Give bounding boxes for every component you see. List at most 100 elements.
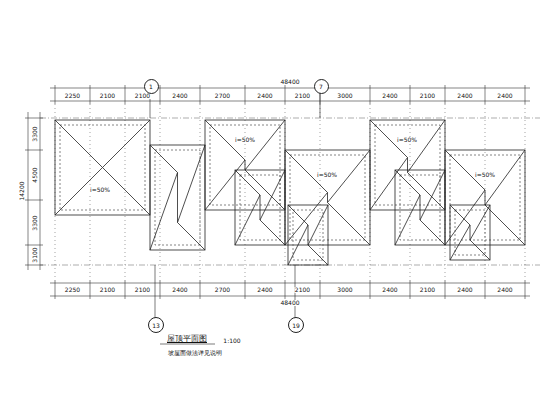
dimension-label: 2700 [214, 93, 231, 99]
dimension-label: 2100 [134, 93, 151, 99]
axis-bubble: 13 [148, 317, 164, 333]
dimension-label: 2400 [381, 93, 398, 99]
drawing-stroke [125, 104, 126, 280]
drawing-stroke [285, 85, 286, 104]
drawing-stroke [470, 205, 490, 240]
drawing-stroke [420, 195, 421, 220]
axis-bubble: 19 [288, 317, 304, 333]
dimension-lines [25, 85, 540, 299]
dimension-label: i=50% [234, 137, 256, 143]
dimension-label: i=50% [89, 187, 111, 193]
drawing-stroke [200, 280, 201, 299]
drawing-stroke [55, 280, 56, 299]
dimension-label: 2250 [64, 93, 81, 99]
roof-outline [445, 150, 525, 245]
eave-line [375, 125, 440, 205]
drawing-stroke [485, 190, 486, 205]
eave-line [450, 155, 520, 240]
drawing-stroke [260, 220, 285, 245]
drawing-stroke [445, 280, 446, 299]
drawing-stroke [308, 225, 309, 245]
drawing-stroke [328, 203, 371, 246]
roof-outline [288, 205, 328, 265]
dimension-label: 3100 [32, 246, 38, 263]
drawing-stroke [308, 245, 328, 265]
drawing-stroke [160, 280, 161, 299]
roof-outline [370, 120, 445, 210]
drawing-stroke [25, 118, 43, 119]
dimension-label: 2100 [99, 287, 116, 293]
drawing-stroke [485, 205, 525, 245]
drawing-stroke [445, 85, 446, 104]
drawing-stroke [205, 160, 245, 210]
drawing-stroke [320, 104, 321, 280]
drawing-stroke [485, 85, 486, 104]
dimension-label: 2400 [256, 93, 273, 99]
dimension-label: 坡屋面做法详见说明 [167, 350, 223, 356]
drawing-stroke [370, 158, 408, 211]
drawing-stroke [25, 150, 43, 151]
dimension-label: 4500 [32, 166, 38, 183]
roof-outline [235, 170, 285, 245]
dimension-label: 2100 [294, 93, 311, 99]
dimension-label: i=50% [316, 172, 338, 178]
drawing-stroke [410, 280, 411, 299]
dimension-label: 2400 [171, 93, 188, 99]
roof-outlines [55, 120, 525, 265]
drawing-stroke [285, 280, 286, 299]
dimension-label: 2250 [64, 287, 81, 293]
drawing-stroke [103, 120, 151, 168]
drawing-stroke [90, 85, 91, 104]
dimension-label: 2400 [496, 93, 513, 99]
dimension-label: i=50% [396, 137, 418, 143]
drawing-stroke [245, 85, 246, 104]
drawing-stroke [55, 120, 103, 168]
drawing-stroke [260, 195, 261, 220]
drawing-stroke [410, 85, 411, 104]
drawing-stroke [235, 195, 260, 245]
dimension-label: 2400 [256, 287, 273, 293]
eave-line [400, 175, 440, 240]
drawing-stroke [160, 85, 161, 104]
roof-outline [285, 150, 370, 245]
drawing-stroke [320, 280, 321, 299]
drawing-stroke [235, 170, 260, 195]
drawing-stroke [308, 205, 328, 245]
drawing-stroke [450, 225, 470, 260]
drawing-stroke [285, 193, 328, 246]
drawing-stroke [125, 85, 126, 104]
dimension-label: 3300 [32, 125, 38, 142]
drawing-stroke [395, 195, 420, 245]
drawing-stroke [485, 280, 486, 299]
dimension-label: i=50% [474, 172, 496, 178]
drawing-stroke [245, 160, 246, 170]
roof-outline [450, 205, 490, 260]
drawing-stroke [370, 85, 371, 104]
drawing-stroke [25, 200, 43, 201]
dimension-label: 14200 [19, 180, 25, 201]
drawing-stroke [245, 170, 285, 210]
drawing-stroke [408, 173, 446, 211]
drawing-stroke [327, 193, 328, 203]
drawing-stroke [470, 240, 490, 260]
roof-outline [395, 170, 445, 245]
roof-outline [55, 120, 150, 215]
drawing-stroke [200, 85, 201, 104]
drawing-stroke [150, 173, 178, 251]
dimension-label: 2100 [134, 287, 151, 293]
axis-number: 1 [149, 83, 153, 90]
drawing-stroke [25, 245, 43, 246]
drawing-title: 屋顶平面图 [166, 335, 208, 343]
drawing-stroke [450, 205, 470, 225]
dimension-label: 2100 [419, 93, 436, 99]
eave-line [210, 125, 280, 205]
dimension-label: 2400 [456, 93, 473, 99]
dimension-label: 2100 [419, 287, 436, 293]
drawing-stroke [55, 85, 56, 104]
dimension-label: 2400 [171, 287, 188, 293]
drawing-stroke [260, 170, 285, 220]
axis-number: 7 [319, 83, 323, 90]
axis-leaders [150, 91, 320, 318]
drawing-stroke [178, 145, 206, 223]
